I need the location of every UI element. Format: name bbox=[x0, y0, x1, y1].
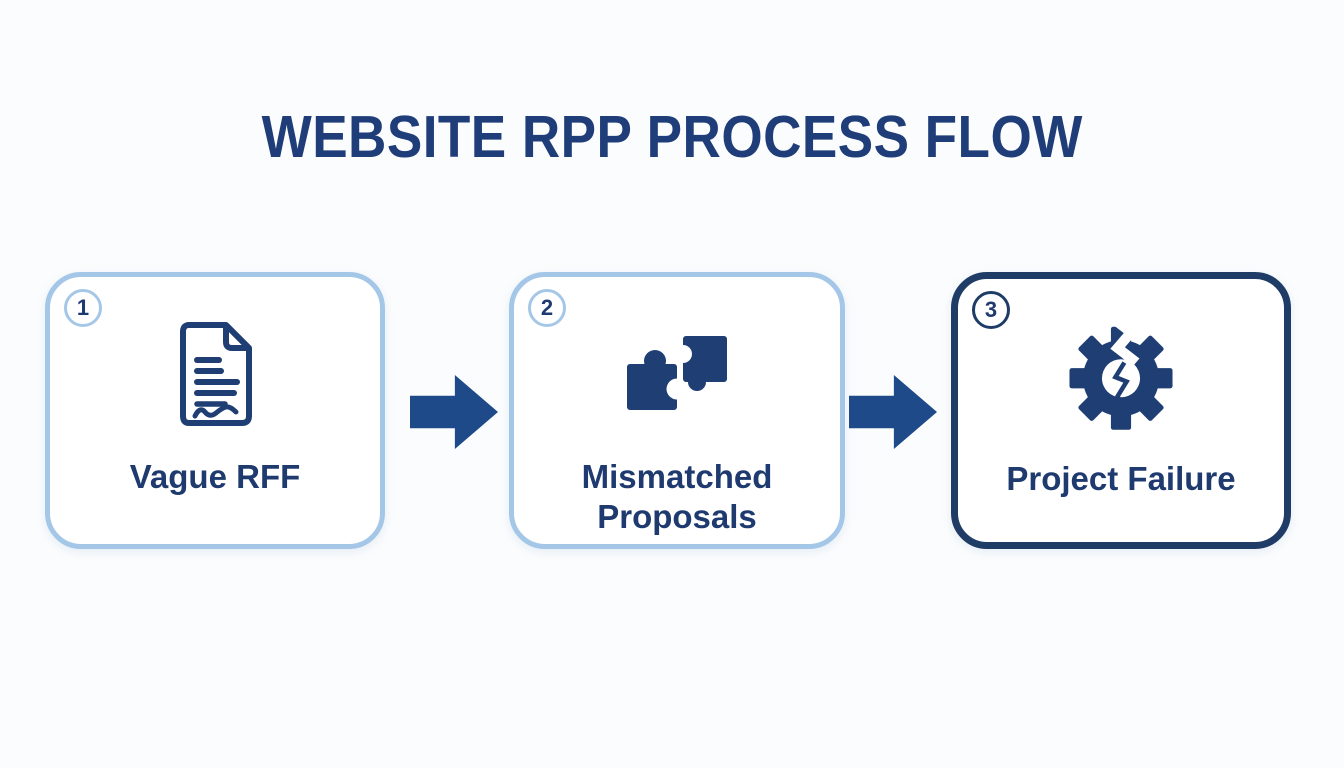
step-card-vague-rff: 1 Vague RFF bbox=[45, 272, 385, 549]
step-number: 2 bbox=[540, 295, 554, 320]
arrow-right-icon bbox=[410, 375, 498, 449]
step-number-badge: 2 bbox=[528, 289, 566, 327]
arrow-right-icon bbox=[849, 375, 937, 449]
step-number-badge: 3 bbox=[972, 291, 1010, 329]
icon-zone bbox=[625, 305, 729, 443]
icon-zone bbox=[1065, 307, 1177, 445]
step-number: 3 bbox=[984, 297, 998, 322]
title-container: WEBSITE RPP PROCESS FLOW bbox=[0, 103, 1344, 171]
step-number-badge: 1 bbox=[64, 289, 102, 327]
step-label: Mismatched Proposals bbox=[581, 458, 773, 535]
step-label: Project Failure bbox=[1006, 460, 1236, 497]
step-label: Vague RFF bbox=[129, 458, 301, 495]
step-card-mismatched-proposals: 2 Mismatched Proposals bbox=[509, 272, 845, 549]
document-icon bbox=[180, 322, 252, 426]
step-card-content: Vague RFF bbox=[50, 277, 380, 544]
step-card-project-failure: 3 bbox=[951, 272, 1291, 549]
step-number: 1 bbox=[76, 295, 90, 320]
icon-zone bbox=[173, 305, 257, 443]
broken-gear-icon bbox=[1069, 320, 1173, 430]
puzzle-icon bbox=[627, 336, 727, 410]
step-card-content: Project Failure bbox=[958, 279, 1284, 542]
step-card-content: Mismatched Proposals bbox=[514, 277, 840, 544]
page-title: WEBSITE RPP PROCESS FLOW bbox=[261, 104, 1083, 170]
